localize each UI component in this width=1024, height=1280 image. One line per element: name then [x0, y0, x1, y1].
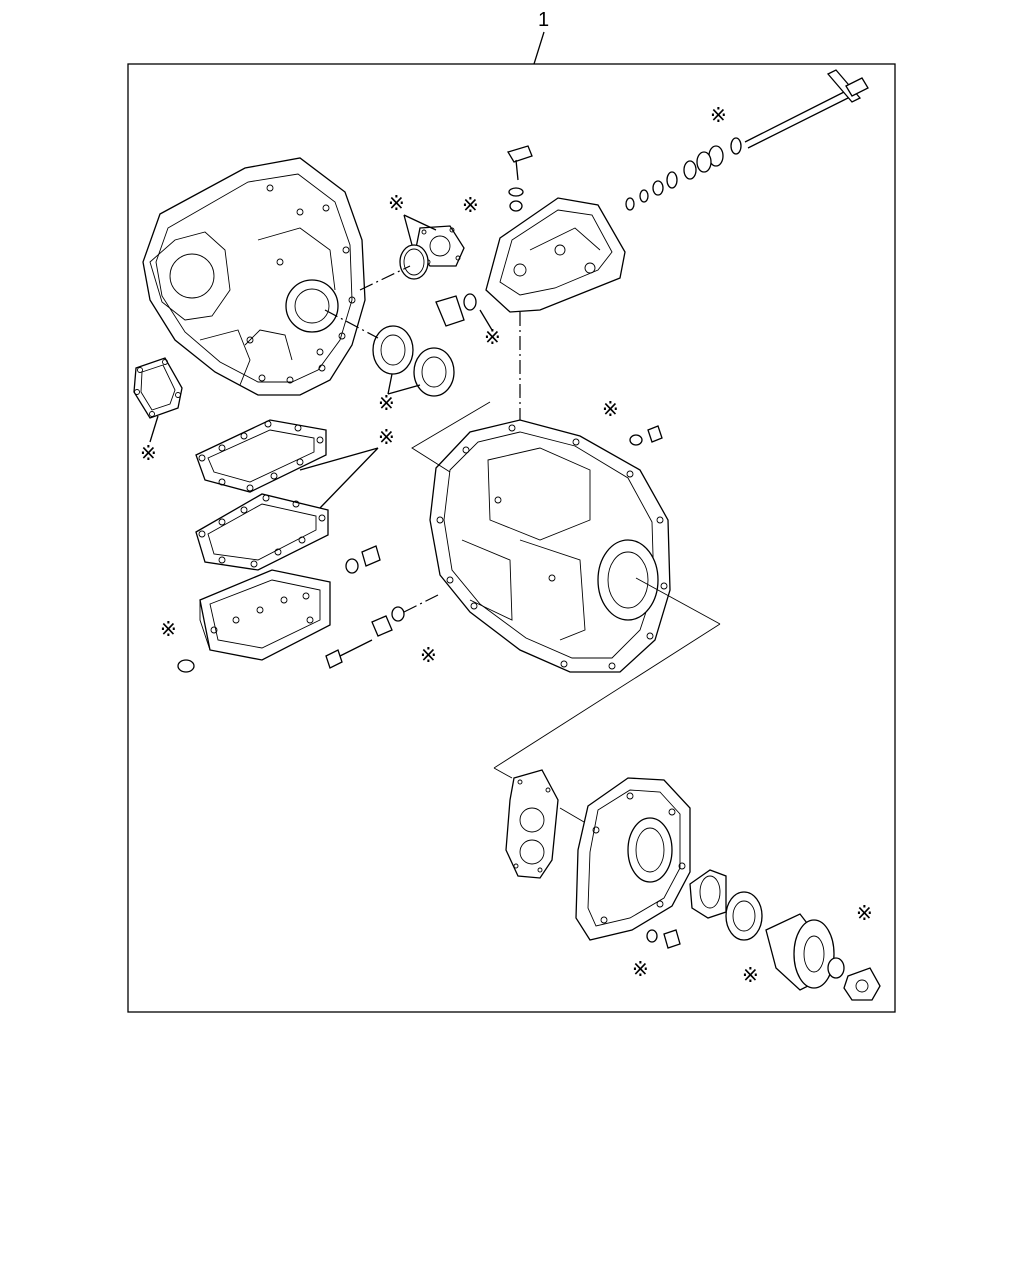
marker-oil-seals: ※	[378, 391, 395, 415]
marker-cover-gasket: ※	[140, 441, 157, 465]
drain-plug-lower	[663, 929, 681, 949]
o-ring-cover	[177, 659, 195, 673]
clutch-housing-cover-gasket	[133, 357, 183, 419]
shift-lever-bolt	[507, 145, 533, 212]
leader-oil-seals	[387, 373, 421, 395]
callout-leader	[533, 31, 545, 65]
marker-shift-shaft: ※	[710, 103, 727, 127]
marker-bolt-washer: ※	[420, 643, 437, 667]
marker-gasket-top: ※	[388, 191, 405, 215]
oil-seal-extension	[725, 891, 763, 941]
axis-bolt-to-case	[403, 593, 441, 613]
extension-gasket	[505, 769, 559, 879]
drain-washer-upper	[629, 434, 643, 446]
shift-control-housing	[485, 197, 626, 313]
leader-gasket-top	[403, 214, 437, 246]
washer-drain-lower	[646, 929, 658, 943]
asterisk-markers: ※ ※ ※ ※ ※ ※ ※ ※ ※ ※ ※ ※ ※	[140, 103, 873, 987]
case-bolt-holes	[436, 424, 668, 670]
leader-gaskets	[299, 447, 379, 509]
transmission-case	[429, 419, 671, 673]
axis-case-left-top	[411, 401, 491, 473]
marker-gaskets: ※	[378, 425, 395, 449]
marker-shift-bolt: ※	[462, 193, 479, 217]
axis-case-to-extension	[493, 623, 721, 769]
o-ring-upper	[399, 244, 429, 280]
shift-switch	[435, 293, 493, 331]
axis-housing-to-gasket	[359, 265, 411, 291]
marker-cover-o-ring: ※	[160, 617, 177, 641]
extension-housing	[575, 777, 691, 941]
cover-gasket-round	[415, 225, 465, 267]
plug-left	[361, 545, 381, 567]
washer-bolt-mid	[391, 606, 405, 622]
callout-number: 1	[538, 9, 549, 31]
marker-shift-switch: ※	[484, 325, 501, 349]
washer-plug-left	[345, 558, 359, 574]
shift-springs	[625, 137, 742, 211]
marker-oil-seal-ext: ※	[742, 963, 759, 987]
clutch-housing	[142, 157, 366, 396]
side-cover	[199, 569, 331, 661]
gasket-upper	[195, 419, 327, 493]
drain-plug-upper	[647, 425, 663, 443]
marker-drain-lower: ※	[632, 957, 649, 981]
housing-bolt-holes	[246, 184, 356, 384]
axis-housing-to-seal	[324, 309, 379, 339]
shift-shaft	[744, 69, 869, 149]
o-ring-flange	[827, 957, 845, 979]
marker-flange-o-ring: ※	[856, 901, 873, 925]
axis-case-right	[635, 577, 721, 625]
gasket-leader-left	[149, 415, 159, 443]
bolt-with-bracket	[325, 615, 393, 669]
assembly-frame	[127, 63, 896, 1013]
oil-seal-pair	[372, 325, 455, 397]
bearing-extension	[689, 869, 727, 919]
gasket-lower	[195, 493, 329, 571]
flange-nut	[843, 967, 881, 1001]
companion-flange	[765, 913, 835, 991]
marker-drain-upper: ※	[602, 397, 619, 421]
